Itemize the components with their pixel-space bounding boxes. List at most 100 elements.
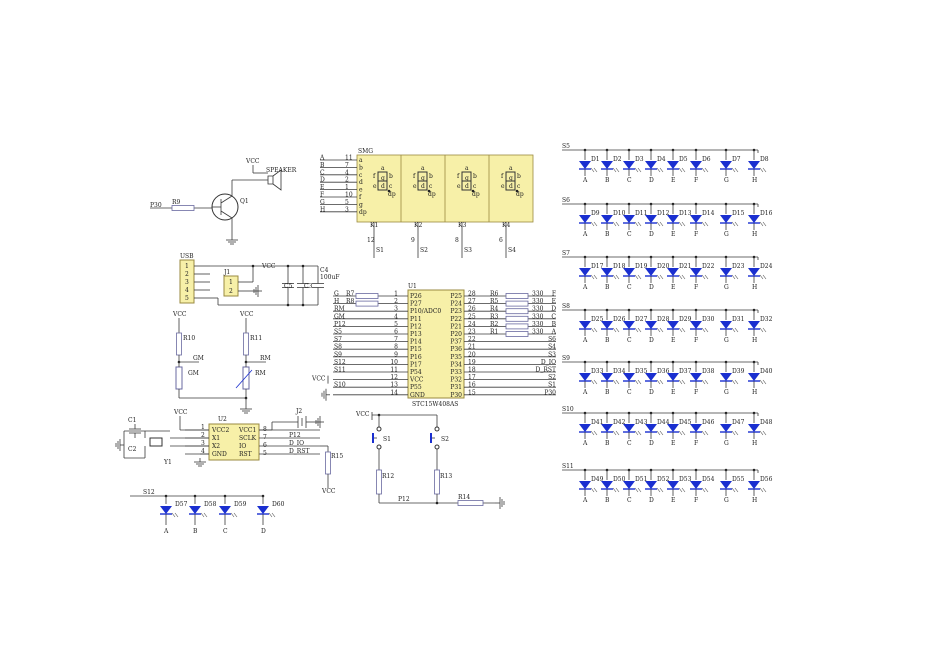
- light-ray: [734, 274, 739, 280]
- jumper-j1: [223, 275, 239, 297]
- led-label: D32: [760, 316, 773, 323]
- net-label: B: [320, 162, 325, 169]
- led-label: D59: [234, 501, 247, 508]
- light-ray: [612, 274, 617, 280]
- pin-number: 5: [345, 199, 349, 206]
- light-ray: [659, 487, 664, 493]
- net-label: GM: [334, 313, 345, 320]
- led-column-label: C: [223, 528, 228, 535]
- led-label: D40: [760, 368, 773, 375]
- led-column-label: C: [627, 497, 632, 504]
- light-ray: [171, 512, 176, 518]
- pin-number: 1: [229, 279, 233, 286]
- net-label: D_IO: [541, 359, 556, 366]
- net-label: S9: [334, 351, 342, 358]
- pin-name: P26: [410, 293, 422, 300]
- led-column-label: E: [671, 497, 675, 504]
- net-label: H: [320, 206, 325, 213]
- pin-number: 17: [468, 374, 476, 381]
- led-label: D21: [679, 263, 691, 270]
- led-column-label: F: [694, 497, 698, 504]
- led-label: D42: [613, 419, 626, 426]
- light-ray: [656, 487, 661, 493]
- led-label: D39: [732, 368, 745, 375]
- light-ray: [659, 327, 664, 333]
- led-label: D10: [613, 210, 626, 217]
- light-ray: [612, 167, 617, 173]
- led-column-label: D: [649, 177, 654, 184]
- light-ray: [271, 512, 276, 518]
- led-triangle: [579, 215, 591, 223]
- light-ray: [590, 221, 595, 227]
- led-column-label: B: [605, 337, 610, 344]
- led-label: D22: [702, 263, 715, 270]
- net-label: GM: [193, 355, 204, 362]
- led-label: D49: [591, 476, 604, 483]
- led-column-label: B: [605, 497, 610, 504]
- seg-label: a: [381, 165, 385, 172]
- resistor-label: R3: [490, 313, 499, 320]
- led-triangle: [720, 373, 732, 381]
- seg-label: g: [381, 175, 385, 182]
- light-ray: [590, 327, 595, 333]
- vcc-label: VCC: [173, 409, 188, 416]
- led-triangle: [690, 424, 702, 432]
- led-label: D25: [591, 316, 604, 323]
- pin-name: RST: [239, 451, 252, 458]
- resistor-label: R15: [331, 453, 343, 460]
- pin-name: P16: [410, 354, 422, 361]
- light-ray: [759, 274, 764, 280]
- net-label: F: [552, 291, 556, 298]
- light-ray: [593, 430, 598, 436]
- led-column-label: H: [752, 177, 757, 184]
- seg-label: dp: [428, 191, 436, 198]
- pin-name: P21: [450, 323, 462, 330]
- junction-dot: [435, 501, 439, 505]
- digit-segments: [505, 171, 516, 191]
- light-ray: [731, 327, 736, 333]
- led-triangle: [690, 481, 702, 489]
- pin-number: 12: [390, 374, 398, 381]
- led-label: D15: [732, 210, 745, 217]
- led-column-label: A: [582, 389, 588, 396]
- led-triangle: [219, 506, 231, 514]
- segment-pin-label: c: [359, 172, 363, 179]
- light-ray: [704, 430, 709, 436]
- led-column-label: H: [752, 497, 757, 504]
- led-triangle: [748, 268, 760, 276]
- pin-number: 2: [229, 288, 233, 295]
- led-triangle: [748, 215, 760, 223]
- light-ray: [701, 379, 706, 385]
- switch-label: S1: [383, 436, 391, 443]
- light-ray: [590, 379, 595, 385]
- net-label: G: [320, 199, 325, 206]
- led-label: D28: [657, 316, 670, 323]
- led-column-label: E: [671, 284, 675, 291]
- net-label: S5: [334, 329, 342, 336]
- seg-label: e: [457, 183, 461, 190]
- led-label: D23: [732, 263, 745, 270]
- led-column-label: H: [752, 337, 757, 344]
- led-column-label: G: [724, 284, 729, 291]
- led-triangle: [189, 506, 201, 514]
- light-ray: [704, 221, 709, 227]
- light-ray: [678, 487, 683, 493]
- light-ray: [704, 327, 709, 333]
- display-ref: SMG: [358, 148, 373, 155]
- led-column-label: H: [752, 440, 757, 447]
- light-ray: [593, 379, 598, 385]
- seg-label: d: [381, 183, 385, 190]
- pin-name: P54: [410, 369, 422, 376]
- seg-label: a: [465, 165, 469, 172]
- led-label: D20: [657, 263, 670, 270]
- light-ray: [656, 379, 661, 385]
- net-label: H: [334, 298, 339, 305]
- led-label: D47: [732, 419, 745, 426]
- net-label: P12: [398, 496, 410, 503]
- led-column-label: D: [649, 231, 654, 238]
- led-label: D33: [591, 368, 604, 375]
- net-label: S5: [562, 143, 570, 150]
- led-triangle: [645, 481, 657, 489]
- led-label: D41: [591, 419, 603, 426]
- pin-number: 3: [394, 306, 398, 313]
